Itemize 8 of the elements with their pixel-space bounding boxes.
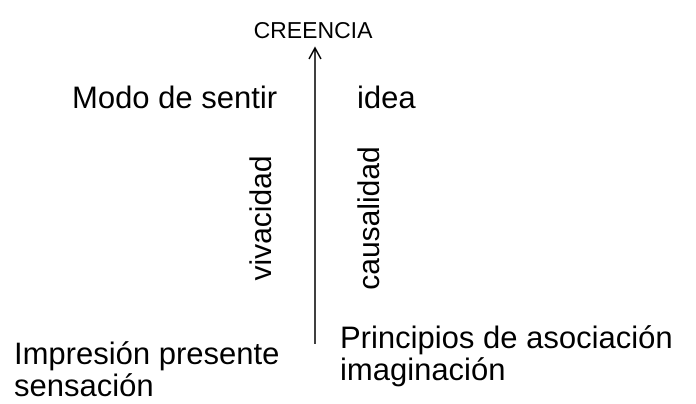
node-text: Impresión presente sensación xyxy=(14,338,314,402)
arrow xyxy=(308,47,322,344)
arrow-label: causalidad xyxy=(354,146,386,290)
arrow-label: vivacidad xyxy=(246,155,278,281)
side-label: Principios de asociación imaginación xyxy=(340,322,674,386)
side-label: idea xyxy=(357,82,416,114)
side-label: Modo de sentir xyxy=(72,82,278,114)
node-text: CREENCIA xyxy=(253,14,373,46)
